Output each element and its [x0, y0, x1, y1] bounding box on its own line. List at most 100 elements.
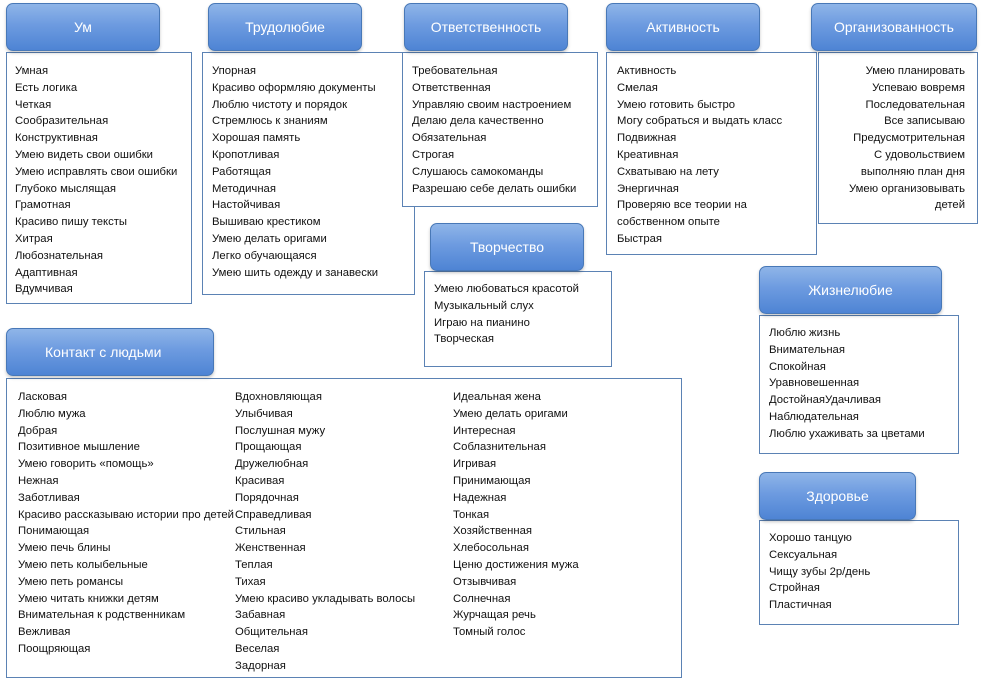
list-item: Красивая [235, 474, 285, 487]
list-item: Надежная [453, 491, 507, 504]
list-item: Музыкальный слух [434, 299, 534, 312]
list-item: Люблю мужа [18, 407, 86, 420]
list-item: Управляю своим настроением [412, 98, 572, 111]
category-header-kontakt: Контакт с людьми [6, 328, 214, 376]
kontakt-column-2: Вдохновляющая Улыбчивая Послушная мужу П… [235, 389, 453, 675]
list-item: Умею делать оригами [453, 407, 568, 420]
category-header-zhiznelyubie: Жизнелюбие [759, 266, 942, 314]
list-item: Разрешаю себе делать ошибки [412, 182, 577, 195]
list-item: Требовательная [412, 65, 498, 77]
item-list: Требовательная Ответственная Управляю св… [412, 63, 597, 197]
list-item: Хлебосольная [453, 542, 529, 555]
list-item: Наблюдательная [769, 410, 859, 423]
list-item: Интересная [453, 424, 516, 437]
list-item: Общительная [235, 626, 308, 639]
category-title: Контакт с людьми [45, 344, 162, 360]
item-list: Активность Смелая Умею готовить быстро М… [617, 63, 812, 248]
item-list: Умею планировать Успеваю вовремя Последо… [819, 63, 965, 214]
list-item: Прощающая [235, 441, 302, 454]
kontakt-column-3: Идеальная жена Умею делать оригами Интер… [453, 389, 653, 675]
list-item: Вежливая [18, 626, 71, 639]
list-item: Спокойная [769, 360, 826, 373]
list-item: Дружелюбная [235, 458, 309, 471]
list-item: Слушаюсь самокоманды [412, 165, 544, 178]
list-item: Адаптивная [15, 266, 78, 279]
list-item: Делаю дела качественно [412, 115, 544, 128]
list-item: Вдумчивая [15, 283, 73, 296]
list-item: Любознательная [15, 249, 104, 262]
list-item: Умею говорить «помощь» [18, 458, 154, 471]
list-item: Четкая [15, 98, 52, 111]
list-item: Соблазнительная [453, 441, 546, 454]
list-item: Проверяю все теории на собственном опыте [617, 199, 747, 229]
list-item: Умею планировать [865, 65, 965, 77]
list-item: Вдохновляющая [235, 391, 322, 403]
list-item: Подвижная [617, 132, 677, 145]
list-item: Грамотная [15, 199, 71, 212]
list-item: Красиво пишу тексты [15, 216, 128, 229]
list-item: Задорная [235, 659, 286, 672]
list-item: Хозяйственная [453, 525, 533, 538]
item-list: Хорошо танцую Сексуальная Чищу зубы 2р/д… [769, 530, 958, 614]
list-item: Тонкая [453, 508, 490, 521]
list-item: Умею шить одежду и занавески [212, 266, 379, 279]
category-box-zdorovie: Хорошо танцую Сексуальная Чищу зубы 2р/д… [759, 520, 959, 625]
list-item: Работящая [212, 165, 271, 178]
list-item: Вышиваю крестиком [212, 216, 321, 229]
list-item: Внимательная к родственникам [18, 609, 186, 622]
list-item: Умная [15, 65, 49, 77]
list-item: Легко обучающаяся [212, 249, 317, 262]
list-item: Методичная [212, 182, 276, 195]
list-item: Умею готовить быстро [617, 98, 736, 111]
list-item: Творческая [434, 333, 495, 346]
list-item: Строгая [412, 148, 455, 161]
category-title: Творчество [469, 239, 545, 255]
list-item: Стремлюсь к знаниям [212, 115, 328, 128]
list-item: Красиво рассказываю истории про детей [18, 508, 234, 521]
category-box-um: Умная Есть логика Четкая Сообразительная… [6, 52, 192, 304]
list-item: Веселая [235, 642, 280, 655]
list-item: Люблю жизнь [769, 327, 841, 339]
item-list: Умная Есть логика Четкая Сообразительная… [15, 63, 191, 298]
list-item: Уравновешенная [769, 377, 860, 390]
list-item: Идеальная жена [453, 391, 541, 403]
list-item: Умею видеть свои ошибки [15, 148, 153, 161]
category-box-organizovannost: Умею планировать Успеваю вовремя Последо… [818, 52, 978, 224]
list-item: Поощряющая [18, 642, 91, 655]
list-item: Играю на пианино [434, 316, 530, 329]
list-item: Умею красиво укладывать волосы [235, 592, 416, 605]
list-item: Успеваю вовремя [872, 81, 965, 94]
list-item: Хорошая память [212, 132, 301, 145]
list-item: Справедливая [235, 508, 312, 521]
list-item: Отзывчивая [453, 575, 517, 588]
category-title: Здоровье [806, 488, 869, 504]
list-item: Сообразительная [15, 115, 109, 128]
category-title: Жизнелюбие [808, 282, 893, 298]
list-item: Забавная [235, 609, 286, 622]
list-item: С удовольствием [873, 148, 965, 161]
list-item: Смелая [617, 81, 658, 94]
list-item: Последовательная [865, 98, 965, 111]
list-item: Внимательная [769, 343, 845, 356]
category-box-aktivnost: Активность Смелая Умею готовить быстро М… [606, 52, 817, 255]
list-item: Обязательная [412, 132, 487, 145]
list-item: Послушная мужу [235, 424, 326, 437]
list-item: Чищу зубы 2р/день [769, 565, 871, 578]
list-item: Умею делать оригами [212, 232, 327, 245]
item-list: Умею любоваться красотой Музыкальный слу… [434, 281, 611, 348]
category-title: Ответственность [430, 19, 542, 35]
list-item: Энергичная [617, 182, 679, 195]
list-item: Схватываю на лету [617, 165, 719, 178]
list-item: Женственная [235, 542, 306, 555]
category-header-trudolyubie: Трудолюбие [208, 3, 362, 51]
category-header-organizovannost: Организованность [811, 3, 977, 51]
list-item: Хорошо танцую [769, 532, 852, 544]
list-item: Стильная [235, 525, 286, 538]
list-item: Сексуальная [769, 548, 838, 561]
list-item: Хитрая [15, 232, 53, 245]
list-item: Умею организовывать [848, 182, 965, 195]
list-item: Нежная [18, 474, 59, 487]
category-title: Активность [646, 19, 720, 35]
list-item: Глубоко мыслящая [15, 182, 117, 195]
category-box-kontakt: Ласковая Люблю мужа Добрая Позитивное мы… [6, 378, 682, 678]
